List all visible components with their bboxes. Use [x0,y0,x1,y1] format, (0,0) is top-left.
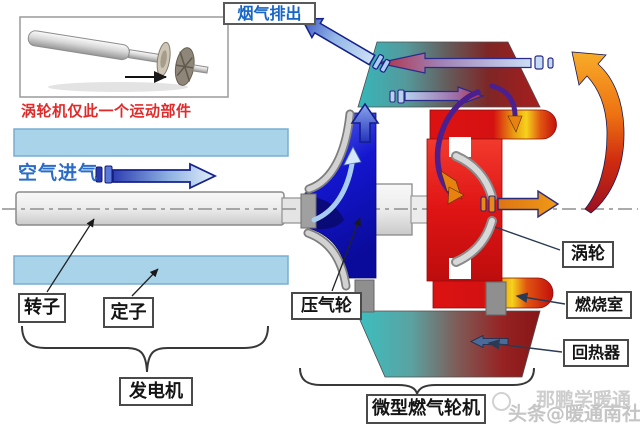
watermark-logo-icon [492,392,511,411]
recuperator-bottom [355,310,541,378]
turbine-inlet-curl-arrow [434,89,481,205]
hot-gas-curved-arrow [571,51,625,214]
air-intake-label: 空气进气 [18,162,99,184]
rotor-leader [46,218,95,293]
rotor-label: 转子 [18,293,66,323]
generator-label: 发电机 [119,377,193,406]
micro-gas-turbine-label: 微型燃气轮机 [366,394,486,424]
combustor-label: 燃烧室 [566,291,632,319]
compressor-wheel-label: 压气轮 [291,292,362,320]
recuperator-leader [487,339,563,353]
exhaust-out-label: 烟气排出 [223,2,316,25]
combustor-inlet-curl-arrow [489,83,523,133]
shaft-neck [281,197,304,224]
compressor-hub [300,193,317,229]
turbine-exit-arrow [480,189,560,219]
combustor-leader [515,292,566,305]
stator-leader [131,268,159,297]
turbine-label: 涡轮 [562,241,614,268]
recuperator-left-flow-arrow [377,52,554,74]
stator-label: 定子 [103,297,154,328]
watermark-line2: 头条@暖通南社 [508,403,640,425]
compressor-flow-arrow [311,146,362,223]
stator-bar-bottom [13,255,289,285]
compressor-up-arrow [350,102,380,143]
watermark-line1: 那鹏学暖通 [536,389,632,411]
air-intake-arrow [95,162,218,190]
generator-brace [21,325,269,373]
compressor-leader [331,217,361,292]
turbine-shaft-stub [485,281,507,316]
stator-bar-top [13,128,289,157]
inset-rotor-photo [19,16,229,98]
watermark: 那鹏学暖通 头条@暖通南社 [492,385,640,429]
exhaust-arrow [300,17,391,73]
turbine-leader [494,226,561,251]
inset-caption: 涡轮机仅此一个运动部件 [21,102,192,120]
recuperator-label: 回热器 [563,339,629,367]
combustion-chamber-top [429,109,557,140]
